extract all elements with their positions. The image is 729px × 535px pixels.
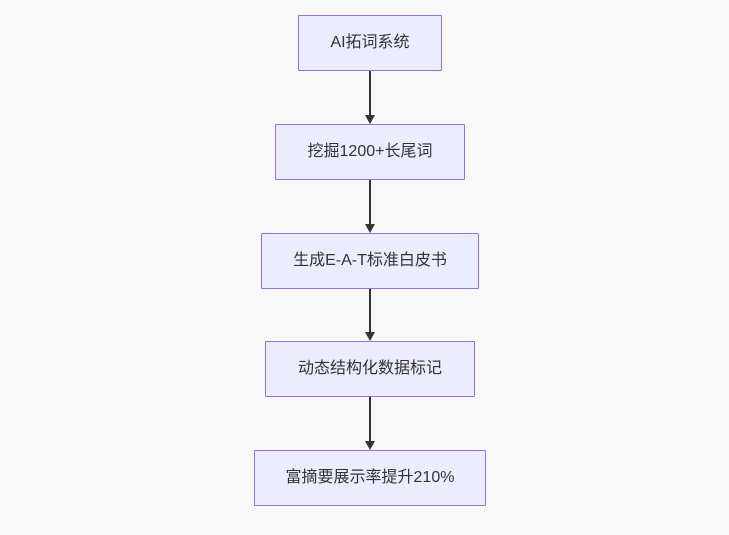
arrow-head-icon xyxy=(365,115,375,124)
node-label: 动态结构化数据标记 xyxy=(297,360,442,377)
arrow-line xyxy=(369,397,371,441)
node-label: 生成E-A-T标准白皮书 xyxy=(293,252,447,269)
arrow-head-icon xyxy=(365,441,375,450)
flowchart-edge-c-d xyxy=(365,289,375,341)
flowchart-edge-d-e xyxy=(365,397,375,450)
node-label: 挖掘1200+长尾词 xyxy=(307,143,433,160)
flowchart-node-longtail-mining: 挖掘1200+长尾词 xyxy=(275,124,465,180)
node-label: 富摘要展示率提升210% xyxy=(285,469,455,486)
arrow-line xyxy=(369,180,371,224)
flowchart-edge-b-c xyxy=(365,180,375,233)
flowchart-node-rich-snippet-result: 富摘要展示率提升210% xyxy=(254,450,486,506)
arrow-line xyxy=(369,289,371,332)
flowchart-edge-a-b xyxy=(365,71,375,124)
arrow-line xyxy=(369,71,371,115)
node-label: AI拓词系统 xyxy=(330,34,410,51)
flowchart-node-structured-data: 动态结构化数据标记 xyxy=(265,341,475,397)
flowchart-node-eat-whitepaper: 生成E-A-T标准白皮书 xyxy=(261,233,479,289)
arrow-head-icon xyxy=(365,224,375,233)
arrow-head-icon xyxy=(365,332,375,341)
flowchart-node-ai-keyword-system: AI拓词系统 xyxy=(298,15,442,71)
